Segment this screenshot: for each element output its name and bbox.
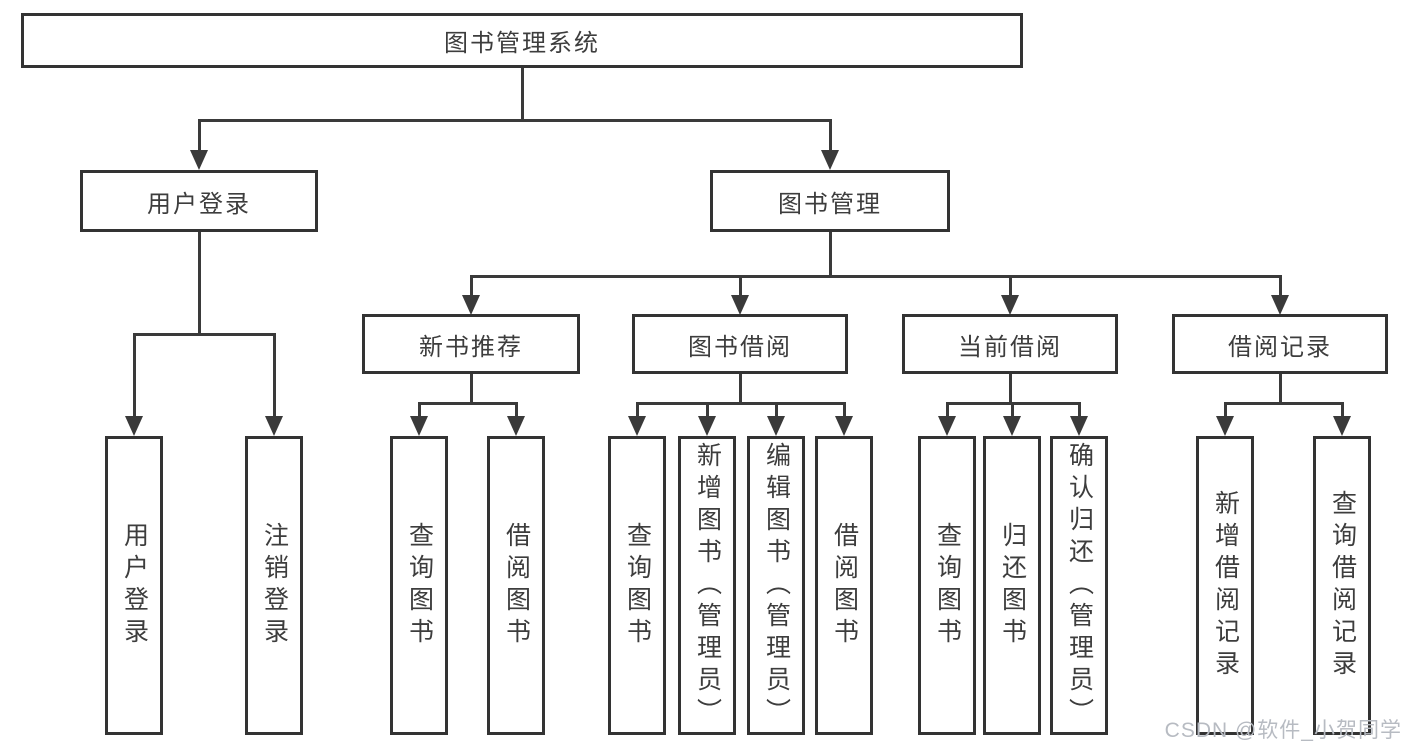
node-new-book-recommend: 新书推荐 xyxy=(362,314,580,374)
node-book-borrowing: 图书借阅 xyxy=(632,314,848,374)
connector-line xyxy=(1340,402,1344,419)
connector-line xyxy=(1223,402,1227,419)
arrowhead-down-icon xyxy=(767,416,785,436)
connector-line xyxy=(132,333,276,336)
connector-line xyxy=(1278,275,1282,297)
csdn-watermark: CSDN @软件_小贺同学 xyxy=(1164,719,1402,742)
arrowhead-down-icon xyxy=(265,416,283,436)
arrowhead-down-icon xyxy=(938,416,956,436)
connector-line xyxy=(417,402,421,419)
node-borrow-records: 借阅记录 xyxy=(1172,314,1388,374)
connector-line xyxy=(1010,402,1014,419)
leaf-query-books-current: 查询图书 xyxy=(918,436,976,735)
arrowhead-down-icon xyxy=(628,416,646,436)
arrowhead-down-icon xyxy=(125,416,143,436)
node-book-management: 图书管理 xyxy=(710,170,950,232)
leaf-user-login: 用户登录 xyxy=(105,436,163,735)
connector-line xyxy=(842,402,846,419)
leaf-query-books-recommend: 查询图书 xyxy=(390,436,448,735)
connector-line xyxy=(1223,402,1344,405)
connector-line xyxy=(1077,402,1081,419)
connector-line xyxy=(945,402,949,419)
connector-line xyxy=(469,374,473,405)
connector-line xyxy=(197,232,201,336)
node-root-system: 图书管理系统 xyxy=(21,13,1023,68)
connector-line xyxy=(1008,374,1012,405)
arrowhead-down-icon xyxy=(190,150,208,170)
connector-line xyxy=(635,402,639,419)
arrowhead-down-icon xyxy=(1001,295,1019,315)
leaf-add-borrow-record: 新增借阅记录 xyxy=(1196,436,1254,735)
connector-line xyxy=(469,275,1282,278)
arrowhead-down-icon xyxy=(410,416,428,436)
arrowhead-down-icon xyxy=(1333,416,1351,436)
arrowhead-down-icon xyxy=(835,416,853,436)
connector-line xyxy=(774,402,778,419)
arrowhead-down-icon xyxy=(731,295,749,315)
connector-line xyxy=(738,374,742,405)
connector-line xyxy=(828,232,832,278)
arrowhead-down-icon xyxy=(1003,416,1021,436)
leaf-query-books-borrowing: 查询图书 xyxy=(608,436,666,735)
connector-line xyxy=(197,119,832,122)
connector-line xyxy=(738,275,742,297)
leaf-confirm-return-admin: 确认归还（管理员） xyxy=(1050,436,1108,735)
arrowhead-down-icon xyxy=(507,416,525,436)
leaf-borrow-books-borrowing: 借阅图书 xyxy=(815,436,873,735)
connector-line xyxy=(520,68,524,122)
connector-line xyxy=(828,119,832,153)
leaf-logout: 注销登录 xyxy=(245,436,303,735)
leaf-return-books: 归还图书 xyxy=(983,436,1041,735)
connector-line xyxy=(705,402,709,419)
leaf-borrow-books-recommend: 借阅图书 xyxy=(487,436,545,735)
arrowhead-down-icon xyxy=(1271,295,1289,315)
leaf-edit-books-admin: 编辑图书（管理员） xyxy=(747,436,805,735)
connector-line xyxy=(132,333,136,419)
connector-line xyxy=(635,402,846,405)
arrowhead-down-icon xyxy=(821,150,839,170)
leaf-query-borrow-record: 查询借阅记录 xyxy=(1313,436,1371,735)
connector-line xyxy=(469,275,473,297)
arrowhead-down-icon xyxy=(462,295,480,315)
connector-line xyxy=(1278,374,1282,405)
arrowhead-down-icon xyxy=(1216,416,1234,436)
arrowhead-down-icon xyxy=(698,416,716,436)
arrowhead-down-icon xyxy=(1070,416,1088,436)
connector-line xyxy=(197,119,201,153)
leaf-add-books-admin: 新增图书（管理员） xyxy=(678,436,736,735)
connector-line xyxy=(514,402,518,419)
connector-line xyxy=(1008,275,1012,297)
node-user-login: 用户登录 xyxy=(80,170,318,232)
node-current-borrowing: 当前借阅 xyxy=(902,314,1118,374)
connector-line xyxy=(272,333,276,419)
connector-line xyxy=(417,402,518,405)
